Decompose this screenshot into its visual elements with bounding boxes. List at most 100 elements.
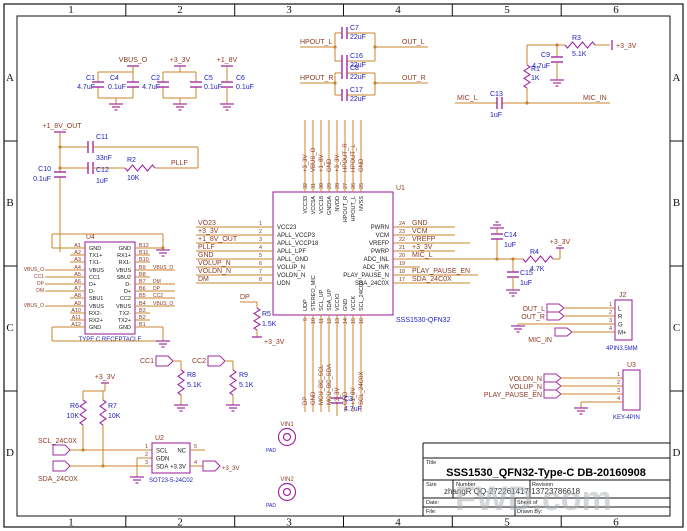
component-ref: U3	[627, 362, 636, 369]
part-value: 5.1K	[239, 382, 254, 389]
pin-name: G	[618, 323, 623, 329]
net-label: VBUS_O	[311, 147, 317, 172]
pin-name: RX2+	[89, 318, 103, 324]
grid-label: 4	[395, 517, 401, 529]
pin-number: A5	[74, 272, 81, 278]
pin-name: ADC_INR	[363, 265, 390, 271]
part-value: 10K	[108, 413, 121, 420]
pin-name: GND	[89, 325, 101, 331]
net-label: GND	[359, 158, 365, 172]
pin-number: A2	[74, 250, 81, 256]
resistor	[564, 41, 596, 49]
pin-name: TX2-	[119, 311, 131, 317]
pin-number: A8	[74, 293, 81, 299]
junction-dot	[161, 246, 165, 250]
part-ref: C17	[350, 87, 363, 94]
net-label: OUT_L	[402, 39, 425, 46]
pin-number: 4	[194, 460, 197, 466]
part-ref: R4	[530, 249, 539, 256]
net-label: DM	[153, 279, 161, 285]
part-value: 22uF	[350, 74, 366, 81]
pin-number: 4	[617, 396, 620, 402]
junction-dot	[525, 101, 529, 105]
sheet-border	[16, 15, 671, 517]
pad-label: PAD	[266, 503, 276, 509]
pin-name: SDA_24C0X	[355, 281, 389, 287]
pin-name: GND5A	[327, 196, 333, 215]
port-label: OUT_L	[522, 306, 545, 313]
pin-number: 31	[311, 183, 317, 189]
part-ref: C16	[350, 53, 363, 60]
pin-number: A12	[71, 322, 81, 328]
pin-name: SBU1	[89, 296, 103, 302]
component-name: 4PIN3.5MM	[606, 346, 638, 352]
pin-number: 28	[335, 183, 341, 189]
pin-number: 16	[359, 318, 365, 324]
part-value: 1K	[531, 75, 540, 82]
pin-number: 1	[259, 221, 262, 227]
net-label: GND	[311, 391, 317, 405]
net-label: VOLDN_N	[198, 268, 231, 275]
pin-number: 3	[145, 460, 148, 466]
pin-name: SBU2	[117, 275, 131, 281]
pin-number: 29	[327, 183, 333, 189]
component-ref: J2	[619, 292, 627, 299]
component-name: SSS1530-QFN32	[396, 317, 451, 324]
junction-dot	[495, 257, 499, 261]
grid-label: 6	[613, 517, 619, 529]
pin-name: UDN	[277, 281, 290, 287]
pin-number: 2	[617, 380, 620, 386]
power-net-label: +1_8V	[217, 57, 238, 64]
net-label: CC2	[153, 293, 163, 299]
component-name: SOT23-5-24C02	[149, 478, 194, 484]
component-body	[272, 191, 394, 316]
part-ref: C12	[96, 167, 109, 174]
part-value: 1uF	[520, 280, 532, 287]
grid-label: 5	[504, 517, 510, 529]
junction-dot	[58, 145, 62, 149]
part-value: 5.1K	[572, 51, 587, 58]
grid-label: A	[673, 72, 681, 84]
pin-name: CC2	[120, 296, 131, 302]
part-ref: C2	[151, 75, 160, 82]
port-icon	[546, 303, 565, 313]
pin-number: B10	[139, 257, 149, 263]
part-ref: C9	[541, 52, 550, 59]
pin-number: 1	[145, 444, 148, 450]
pin-name: SCL_UP	[319, 289, 325, 311]
net-label: VCM	[412, 228, 428, 235]
pin-number: 24	[399, 221, 405, 227]
resistor	[252, 307, 262, 331]
component-ref: U1	[396, 185, 405, 192]
net-label: VBUS_O	[153, 301, 173, 307]
part-value: 22uF	[350, 34, 366, 41]
net-label: MCU_BC_SDA	[327, 364, 333, 405]
net-label: GND	[198, 252, 214, 259]
part-value: 33nF	[96, 155, 112, 162]
pin-name: VCCK	[351, 295, 357, 311]
pin-number: 26	[351, 183, 357, 189]
port-icon	[52, 444, 71, 456]
part-value: 5.1K	[187, 382, 202, 389]
grid-label: 3	[286, 4, 292, 16]
junction-dot	[333, 45, 337, 49]
part-ref: R7	[108, 403, 117, 410]
port-icon	[207, 355, 226, 367]
net-label: DM	[198, 276, 209, 283]
resistor	[522, 64, 532, 89]
pin-name: R	[618, 315, 623, 321]
pin-name: TX2+	[118, 318, 131, 324]
pin-number: 22	[399, 237, 405, 243]
pin-name: PLAY_PAUSE_N	[343, 273, 389, 279]
part-ref: C10	[38, 166, 51, 173]
part-value: 4.7K	[530, 266, 545, 273]
part-value: 10K	[127, 175, 140, 182]
pin-number: B5	[139, 293, 146, 299]
junction-dot	[555, 43, 559, 47]
pin-name: APLL_LPF	[277, 249, 306, 255]
pin-number: 25	[359, 183, 365, 189]
junction-dot	[81, 448, 85, 452]
part-value: 4.7uF	[532, 63, 550, 70]
part-ref: R6	[70, 403, 79, 410]
